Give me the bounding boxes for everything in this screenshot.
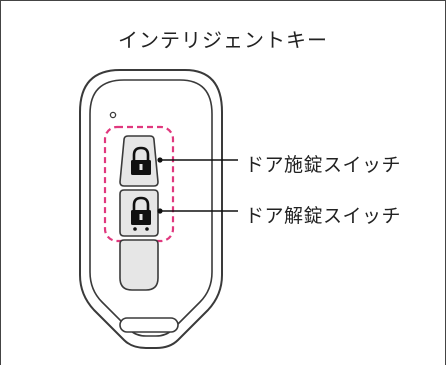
figure-title: インテリジェントキー [118, 28, 328, 52]
unlock-callout-leader [157, 208, 238, 214]
mechanical-key-slot [119, 317, 179, 333]
lock-switch-label: ドア施錠スイッチ [245, 154, 402, 176]
indicator-led [109, 111, 117, 119]
padlock-open-icon [131, 196, 151, 231]
padlock-closed-icon [131, 146, 151, 175]
trunk-switch [119, 239, 159, 291]
unlock-switch-label: ドア解錠スイッチ [245, 205, 402, 227]
lock-callout-leader [157, 157, 238, 163]
key-fob-inner-shell [89, 79, 213, 337]
